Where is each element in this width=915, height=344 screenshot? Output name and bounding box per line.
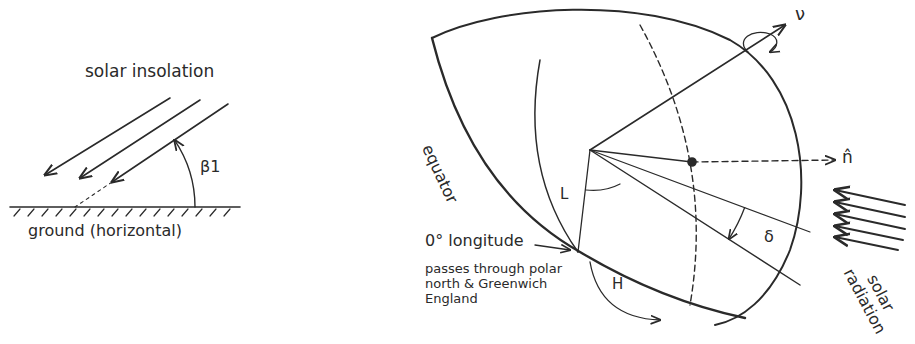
angle-arc bbox=[175, 140, 195, 207]
local-meridian bbox=[640, 25, 696, 305]
angle-symbol: δ bbox=[764, 228, 774, 246]
radiation-arrow bbox=[835, 214, 905, 229]
declination-arc bbox=[729, 208, 745, 240]
prime-meridian bbox=[535, 60, 578, 252]
leader-line bbox=[535, 245, 570, 250]
insolation-ray bbox=[45, 98, 170, 175]
caption-text: solar insolation bbox=[85, 62, 214, 82]
curve-label: equator bbox=[418, 142, 461, 207]
radiation-arrow bbox=[835, 202, 905, 217]
angle-symbol: L bbox=[560, 186, 568, 203]
radiation-arrow bbox=[835, 237, 898, 250]
caption-text: solar radiation bbox=[837, 253, 907, 341]
hour-angle-arc bbox=[590, 262, 660, 320]
radiation-arrow bbox=[835, 190, 905, 205]
sun-ray-line bbox=[590, 150, 800, 285]
vector-symbol: n̂ bbox=[842, 148, 853, 168]
angle-symbol: β1 bbox=[200, 158, 220, 176]
radiation-arrow bbox=[835, 226, 903, 240]
caption-text: ground (horizontal) bbox=[28, 222, 182, 240]
normal-vector bbox=[692, 160, 835, 162]
note-text: passes through polar north & Greenwich E… bbox=[425, 262, 575, 307]
equatorial-plane-line bbox=[590, 150, 810, 232]
equator-radius bbox=[578, 150, 590, 252]
ray-extension bbox=[75, 182, 112, 207]
callout-text: 0° longitude bbox=[425, 232, 524, 250]
rotation-axis bbox=[590, 25, 785, 150]
axis-symbol: ν bbox=[795, 4, 805, 25]
angle-symbol: H bbox=[612, 276, 623, 293]
ground-line bbox=[10, 206, 240, 208]
ground-hatch bbox=[14, 209, 230, 216]
insolation-ray bbox=[80, 100, 200, 178]
latitude-arc bbox=[586, 184, 620, 190]
rotation-arrow bbox=[743, 32, 776, 52]
insolation-ray bbox=[112, 104, 228, 182]
location-dot bbox=[688, 158, 696, 166]
